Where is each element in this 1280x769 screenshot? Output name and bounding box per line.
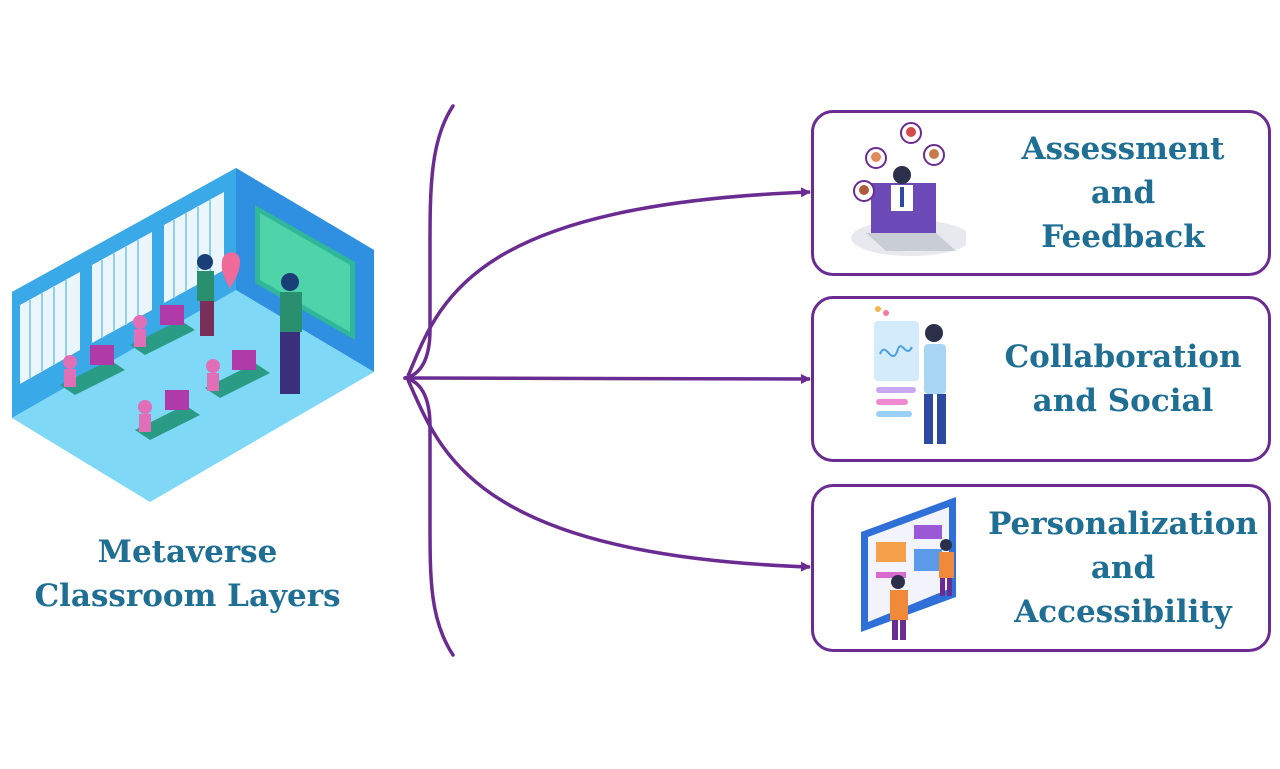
layer-label-line: Personalization bbox=[988, 506, 1258, 542]
layer-box-personalization: Personalization and Accessibility bbox=[811, 484, 1271, 652]
source-title: Metaverse Classroom Layers bbox=[20, 530, 355, 618]
arrow-to-collaboration bbox=[407, 373, 811, 384]
layer-label-line: Collaboration bbox=[1004, 339, 1242, 375]
teacher-laptop-video-call-icon bbox=[851, 122, 966, 256]
source-title-line2: Classroom Layers bbox=[34, 578, 341, 614]
curly-brace bbox=[403, 104, 455, 657]
metaverse-classroom-illustration bbox=[12, 168, 374, 502]
layer-label-line: Assessment and bbox=[1021, 131, 1225, 211]
layer-label-assessment: Assessment and Feedback bbox=[984, 113, 1262, 273]
people-at-dashboard-screen-icon bbox=[861, 497, 956, 640]
layer-label-line: Accessibility bbox=[1014, 594, 1232, 630]
layer-label-line: and Social bbox=[1032, 383, 1214, 419]
arrow-to-assessment bbox=[406, 187, 811, 377]
layer-box-collaboration: Collaboration and Social bbox=[811, 296, 1271, 462]
layer-label-line: and bbox=[1090, 550, 1156, 586]
layer-box-assessment: Assessment and Feedback bbox=[811, 110, 1271, 276]
layer-label-line: Feedback bbox=[1041, 219, 1205, 255]
layer-label-collaboration: Collaboration and Social bbox=[984, 299, 1262, 459]
layer-label-personalization: Personalization and Accessibility bbox=[984, 487, 1262, 649]
vr-user-with-floating-panels-icon bbox=[874, 306, 946, 444]
source-title-line1: Metaverse bbox=[97, 534, 278, 570]
arrow-to-personalization bbox=[406, 379, 811, 572]
